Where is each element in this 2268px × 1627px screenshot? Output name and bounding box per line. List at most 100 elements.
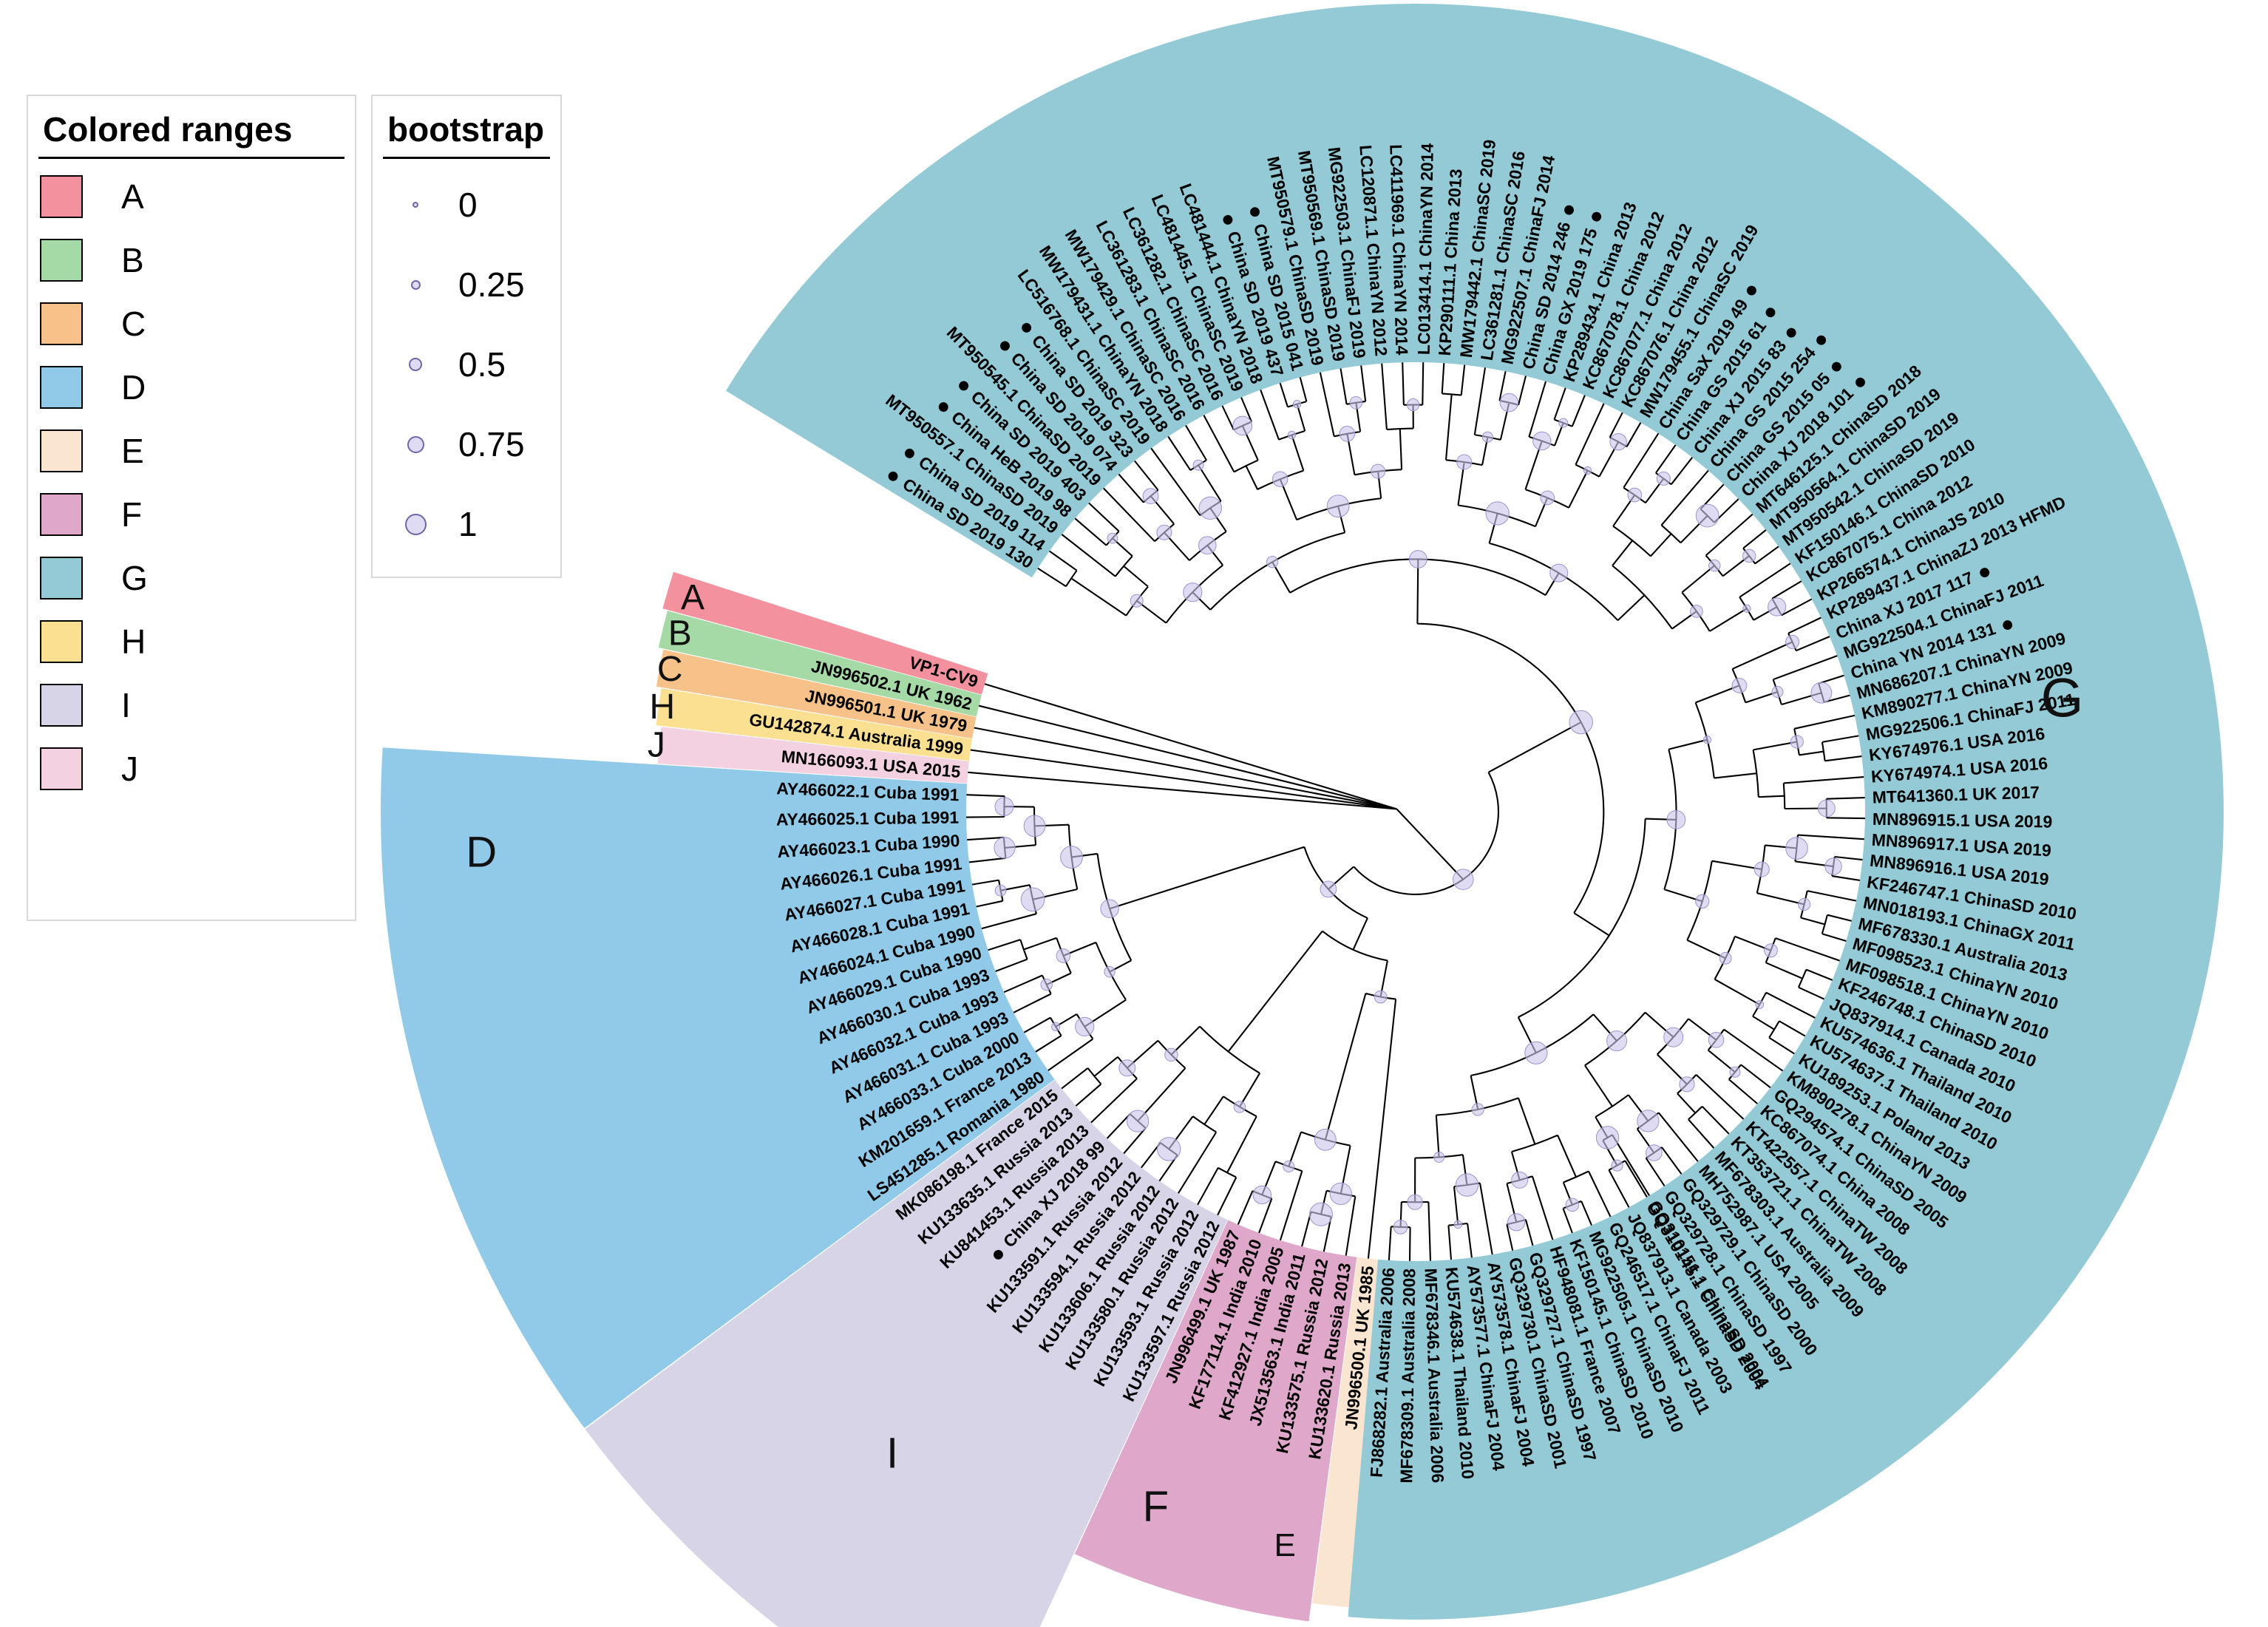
tip-label: MN896915.1 USA 2019 <box>1873 809 2053 832</box>
bootstrap-size-icon <box>409 358 422 371</box>
legend-item-label: G <box>121 559 148 597</box>
clade-band-B <box>658 611 982 717</box>
bootstrap-node <box>1702 736 1712 744</box>
bootstrap-node <box>1646 1144 1663 1161</box>
clade-band-H <box>656 688 972 761</box>
bootstrap-node <box>1329 1182 1352 1206</box>
bootstrap-node <box>1627 487 1643 503</box>
legend-item-C: C <box>28 292 355 356</box>
color-swatch-A <box>40 175 83 218</box>
legend-item-I: I <box>28 673 355 737</box>
legend-item-label: D <box>121 368 146 407</box>
legend-item-E: E <box>28 419 355 483</box>
legend-item-D: D <box>28 356 355 419</box>
legend-bootstrap-item-0.25: 0.25 <box>373 245 560 325</box>
bootstrap-node <box>1532 431 1552 451</box>
bootstrap-node <box>1663 1027 1684 1047</box>
bootstrap-node <box>1198 496 1222 520</box>
bootstrap-node <box>1729 1066 1741 1078</box>
legend-item-F: F <box>28 483 355 546</box>
bootstrap-node <box>1107 532 1118 544</box>
bootstrap-node <box>1374 990 1388 1004</box>
bootstrap-size-icon <box>410 279 421 290</box>
legend-ranges-title: Colored ranges <box>43 110 293 149</box>
legend-item-label: C <box>121 305 146 343</box>
bootstrap-node <box>1690 605 1703 618</box>
clade-band-G <box>726 4 2224 1620</box>
bootstrap-node <box>1371 463 1386 479</box>
bootstrap-node <box>1656 471 1671 486</box>
legend-ranges-rule <box>38 157 344 159</box>
bootstrap-size-icon <box>412 202 418 208</box>
legend-bootstrap-value: 0.75 <box>458 425 525 463</box>
bootstrap-node <box>1507 1213 1526 1232</box>
legend-item-label: I <box>121 686 131 724</box>
legend-bootstrap-item-0.5: 0.5 <box>373 325 560 404</box>
bootstrap-node <box>1768 597 1787 617</box>
legend-item-B: B <box>28 228 355 292</box>
bootstrap-node <box>1056 948 1071 963</box>
bootstrap-node <box>1060 846 1083 869</box>
bootstrap-node <box>1583 466 1592 475</box>
color-swatch-J <box>40 747 83 790</box>
color-swatch-C <box>40 302 83 345</box>
clade-letter-H: H <box>649 687 675 727</box>
bootstrap-node <box>1266 556 1279 568</box>
bootstrap-node <box>1233 1101 1246 1113</box>
bootstrap-node <box>1118 1059 1136 1077</box>
clade-letter-J: J <box>648 726 665 765</box>
bootstrap-node <box>1407 398 1420 412</box>
clade-band-C <box>656 649 977 739</box>
bootstrap-node <box>1637 1110 1660 1132</box>
color-swatch-I <box>40 684 83 727</box>
clade-letter-E: E <box>1274 1527 1296 1563</box>
clade-band-D <box>381 747 1055 1428</box>
legend-item-label: J <box>121 750 138 788</box>
clade-band-F <box>1074 1220 1357 1622</box>
bootstrap-node <box>1292 400 1302 409</box>
clade-letter-I: I <box>886 1429 898 1477</box>
color-swatch-G <box>40 557 83 599</box>
tree-branches <box>965 362 1865 1261</box>
bootstrap-node <box>1408 550 1427 568</box>
bootstrap-node <box>1075 1016 1095 1037</box>
bootstrap-node <box>1753 861 1770 877</box>
bootstrap-node <box>1157 1137 1181 1161</box>
legend-bootstrap-value: 0.25 <box>458 265 525 304</box>
bootstrap-node <box>1142 488 1159 504</box>
bootstrap-node <box>1198 536 1217 555</box>
bootstrap-node <box>1569 710 1593 735</box>
bootstrap-node <box>1719 951 1732 965</box>
legend-item-label: A <box>121 177 144 216</box>
bootstrap-node <box>1708 1032 1725 1048</box>
bootstrap-node <box>1565 1198 1580 1212</box>
bootstrap-node <box>1020 887 1045 912</box>
clade-letter-G: G <box>2041 667 2084 728</box>
bootstrap-node <box>1595 1126 1620 1149</box>
bootstrap-size-icon <box>404 513 427 535</box>
bootstrap-node <box>1731 678 1748 693</box>
bootstrap-node <box>1051 1022 1061 1032</box>
bootstrap-node <box>994 837 1016 859</box>
bootstrap-node <box>1755 1000 1765 1009</box>
bootstrap-node <box>1232 415 1253 436</box>
bootstrap-node <box>1453 1220 1463 1229</box>
color-swatch-B <box>40 239 83 282</box>
bootstrap-node <box>1130 594 1144 608</box>
bootstrap-node <box>1485 501 1510 526</box>
bootstrap-node <box>1252 1185 1272 1205</box>
bootstrap-size-icon <box>407 435 424 453</box>
bootstrap-node <box>1764 943 1778 958</box>
bootstrap-node <box>1127 1110 1150 1132</box>
legend-item-label: B <box>121 241 144 279</box>
bootstrap-node <box>1272 471 1289 487</box>
bootstrap-node <box>1742 548 1756 563</box>
bootstrap-node <box>1481 431 1493 443</box>
bootstrap-node <box>1192 459 1204 471</box>
legend-item-A: A <box>28 165 355 228</box>
bootstrap-node <box>1606 1030 1627 1052</box>
